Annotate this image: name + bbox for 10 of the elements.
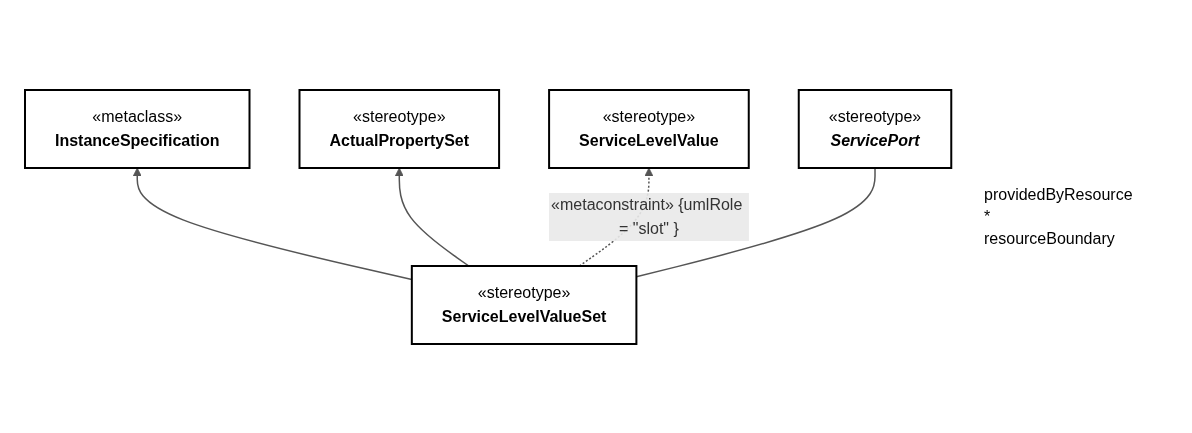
node-box: «metaclass» InstanceSpecification (23, 88, 251, 169)
node-box: «stereotype» ServicePort (797, 88, 953, 169)
role-label: resourceBoundary (984, 229, 1116, 248)
role-label: * (984, 207, 992, 226)
node-box: «stereotype» ActualPropertySet (298, 88, 500, 169)
role-label: providedByResource (984, 185, 1134, 204)
node-box: «stereotype» ServiceLevelValue (547, 88, 750, 169)
arrow (394, 167, 470, 267)
node-box: «stereotype» ServiceLevelValueSet (410, 264, 638, 345)
edge-label: «metaconstraint» {umlRole = "slot" } (550, 195, 743, 237)
